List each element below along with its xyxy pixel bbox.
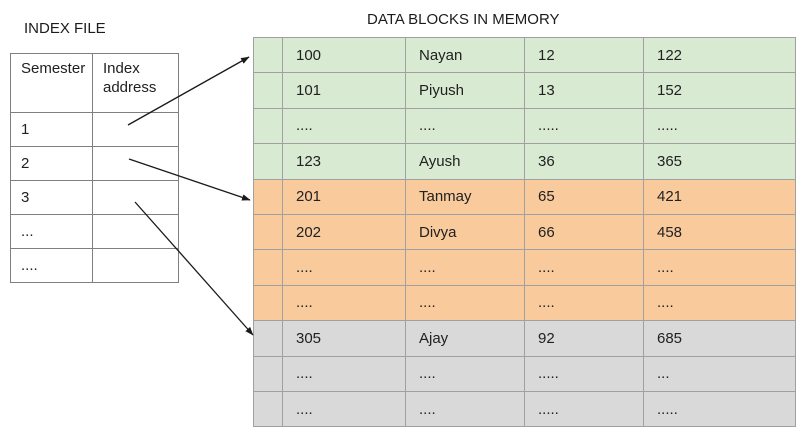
data-blocks-table: 100 Nayan 12 122 101 Piyush 13 152 .... … (253, 36, 796, 428)
memory-row: .... .... .... .... (253, 249, 796, 286)
record-id-cell: .... (282, 355, 406, 392)
index-row: 1 (10, 112, 179, 147)
record-name-cell: Divya (405, 213, 525, 251)
record-field-cell: .... (643, 249, 796, 286)
record-id-cell: 101 (282, 72, 406, 109)
record-id-cell: .... (282, 390, 406, 428)
record-field-cell: ..... (524, 390, 644, 428)
record-field-cell: ..... (524, 107, 644, 145)
block-anchor-cell (253, 390, 283, 428)
record-field-cell: 122 (643, 36, 796, 74)
record-field-cell: 152 (643, 72, 796, 109)
block-anchor-cell (253, 178, 283, 215)
memory-row: 201 Tanmay 65 421 (253, 178, 796, 215)
record-name-cell: .... (405, 249, 525, 286)
record-field-cell: 421 (643, 178, 796, 215)
semester-cell: 3 (10, 180, 93, 215)
record-field-cell: 458 (643, 213, 796, 251)
record-field-cell: 685 (643, 320, 796, 357)
memory-row: 305 Ajay 92 685 (253, 320, 796, 357)
record-field-cell: ..... (643, 390, 796, 428)
record-field-cell: ... (643, 355, 796, 392)
block-anchor-cell (253, 143, 283, 180)
index-header-address: Index address (92, 53, 179, 113)
record-field-cell: 36 (524, 143, 644, 180)
memory-row: .... .... ..... ..... (253, 390, 796, 428)
record-field-cell: .... (524, 249, 644, 286)
record-field-cell: 365 (643, 143, 796, 180)
index-file-title: INDEX FILE (24, 20, 106, 37)
data-blocks-title: DATA BLOCKS IN MEMORY (367, 11, 560, 28)
block-anchor-cell (253, 284, 283, 322)
record-id-cell: 202 (282, 213, 406, 251)
record-name-cell: .... (405, 284, 525, 322)
record-field-cell: 13 (524, 72, 644, 109)
record-field-cell: .... (524, 284, 644, 322)
memory-row: 123 Ayush 36 365 (253, 143, 796, 180)
record-id-cell: 100 (282, 36, 406, 74)
record-id-cell: 123 (282, 143, 406, 180)
block-anchor-cell (253, 249, 283, 286)
record-name-cell: Nayan (405, 36, 525, 74)
record-field-cell: 12 (524, 36, 644, 74)
address-cell (92, 146, 179, 181)
block-anchor-cell (253, 213, 283, 251)
memory-row: .... .... ..... ... (253, 355, 796, 392)
record-id-cell: .... (282, 249, 406, 286)
block-anchor-cell (253, 355, 283, 392)
index-row: ... (10, 214, 179, 249)
memory-row: 202 Divya 66 458 (253, 213, 796, 251)
block-anchor-cell (253, 36, 283, 74)
record-field-cell: ..... (643, 107, 796, 145)
record-id-cell: 201 (282, 178, 406, 215)
index-header-semester: Semester (10, 53, 93, 113)
index-row: 3 (10, 180, 179, 215)
block-anchor-cell (253, 320, 283, 357)
address-cell (92, 112, 179, 147)
semester-cell: .... (10, 248, 93, 283)
semester-cell: 1 (10, 112, 93, 147)
block-anchor-cell (253, 72, 283, 109)
record-name-cell: .... (405, 107, 525, 145)
record-id-cell: .... (282, 284, 406, 322)
record-field-cell: .... (643, 284, 796, 322)
record-field-cell: ..... (524, 355, 644, 392)
memory-row: 101 Piyush 13 152 (253, 72, 796, 109)
index-file-table: Semester Index address 1 2 3 ... .... (10, 53, 179, 283)
memory-row: .... .... .... .... (253, 284, 796, 322)
semester-cell: ... (10, 214, 93, 249)
memory-row: .... .... ..... ..... (253, 107, 796, 145)
index-row: .... (10, 248, 179, 283)
record-field-cell: 65 (524, 178, 644, 215)
record-name-cell: Piyush (405, 72, 525, 109)
record-name-cell: .... (405, 355, 525, 392)
address-cell (92, 248, 179, 283)
index-header-row: Semester Index address (10, 53, 179, 113)
record-id-cell: .... (282, 107, 406, 145)
memory-row: 100 Nayan 12 122 (253, 36, 796, 74)
record-name-cell: Ajay (405, 320, 525, 357)
record-name-cell: .... (405, 390, 525, 428)
record-field-cell: 66 (524, 213, 644, 251)
semester-cell: 2 (10, 146, 93, 181)
address-cell (92, 214, 179, 249)
record-name-cell: Tanmay (405, 178, 525, 215)
record-field-cell: 92 (524, 320, 644, 357)
record-id-cell: 305 (282, 320, 406, 357)
record-name-cell: Ayush (405, 143, 525, 180)
index-row: 2 (10, 146, 179, 181)
block-anchor-cell (253, 107, 283, 145)
address-cell (92, 180, 179, 215)
